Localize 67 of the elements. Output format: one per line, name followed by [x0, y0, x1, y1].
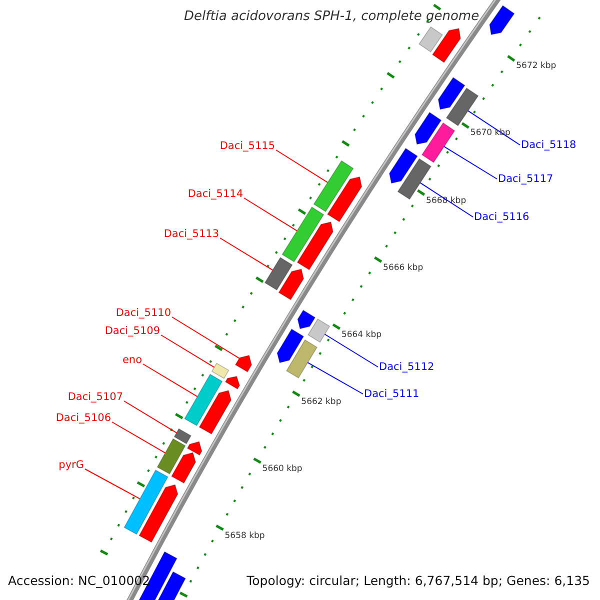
leader-line: [420, 182, 474, 218]
gene-feature: [138, 484, 178, 543]
gene-label: Daci_5111: [364, 387, 420, 401]
gene-bar: [418, 26, 443, 52]
gene-feature: [224, 376, 240, 390]
gene-bar: [313, 160, 354, 212]
gene-feature: [388, 148, 418, 184]
gene-feature: [414, 112, 442, 145]
gene-bar: [264, 256, 293, 291]
tick-label: 5666 kbp: [383, 264, 424, 272]
gene-bar: [156, 438, 186, 474]
gene-label: Daci_5114: [188, 187, 243, 201]
gene-bar: [307, 318, 330, 343]
gene-label: Daci_5118: [521, 138, 576, 152]
gene-feature: [432, 28, 461, 64]
gene-feature: [171, 452, 196, 484]
leader-line: [84, 468, 140, 500]
leader-line: [160, 334, 215, 368]
gene-bar: [421, 122, 456, 164]
leader-line: [220, 238, 274, 271]
gene-label: Daci_5106: [56, 411, 111, 425]
leader-line: [324, 334, 378, 368]
gene-label: Daci_5115: [220, 139, 275, 153]
gene-bar: [286, 339, 318, 378]
gene-bar: [211, 362, 230, 379]
gene-feature: [296, 222, 334, 270]
footer-text: Accession: NC_010002: [8, 575, 150, 588]
diagram-title: Delftia acidovorans SPH-1, complete genome: [184, 10, 480, 23]
gene-bar: [174, 428, 192, 444]
leader-line: [276, 150, 328, 183]
gene-label: eno: [122, 353, 142, 367]
footer-text: Topology: circular; Length: 6,767,514 bp; Genes: 6,135: [246, 575, 590, 588]
gene-bar: [446, 88, 479, 126]
gene-label: Daci_5109: [104, 324, 160, 338]
gene-label: Daci_5112: [379, 360, 434, 374]
leader-line: [142, 364, 198, 397]
gene-feature: [438, 76, 466, 110]
leader-line: [112, 422, 166, 454]
tick-label: 5658 kbp: [224, 532, 265, 540]
tick-label: 5664 kbp: [341, 330, 382, 340]
tick-label: 5668 kbp: [426, 196, 466, 206]
gene-label: Daci_5113: [164, 227, 219, 241]
gene-bar: [184, 374, 223, 426]
tick-label: 5672 kbp: [516, 62, 556, 71]
gene-label: Daci_5110: [116, 306, 171, 320]
leader-line: [124, 400, 178, 434]
leader-line: [172, 316, 240, 359]
leader-line: [468, 110, 520, 146]
leader-line: [307, 362, 364, 394]
gene-feature: [297, 310, 316, 330]
gene-feature: [326, 176, 362, 222]
gene-label: Daci_5107: [68, 390, 123, 404]
gene-label: pyrG: [58, 458, 84, 472]
gene-feature: [186, 441, 202, 456]
leader-line: [444, 146, 498, 180]
tick-label: 5660 kbp: [262, 464, 302, 474]
gene-feature: [276, 328, 304, 364]
gene-label: Daci_5117: [498, 172, 554, 186]
leader-line: [244, 198, 298, 232]
gene-feature: [198, 390, 232, 435]
gene-feature: [278, 268, 304, 300]
gene-feature: [234, 354, 252, 372]
gene-bar: [124, 470, 168, 535]
gene-feature: [489, 5, 515, 36]
gene-bar: [282, 206, 324, 262]
gene-label: Daci_5116: [474, 210, 530, 224]
tick-label: 5662 kbp: [301, 398, 342, 406]
